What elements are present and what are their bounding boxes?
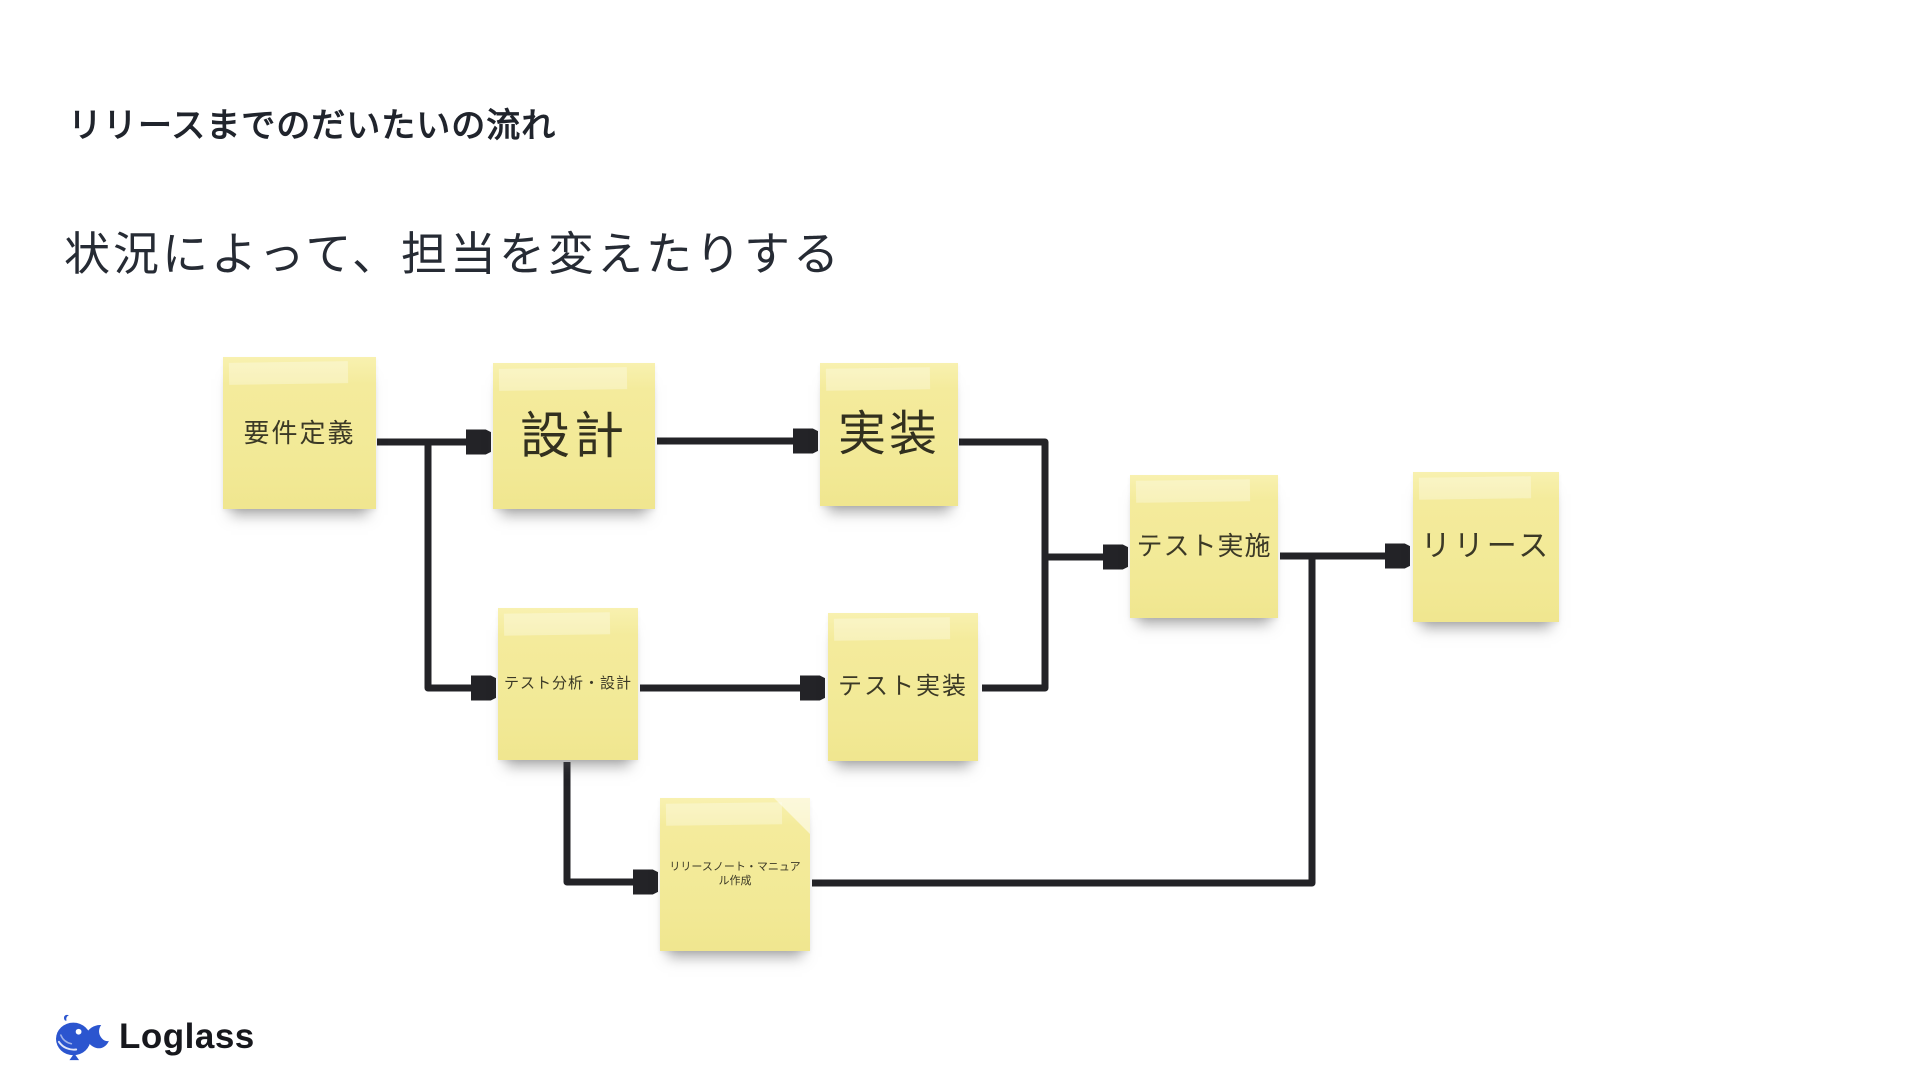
- arrow-requirements-to-test-analysis: [424, 442, 491, 688]
- note-label: テスト実施: [1136, 531, 1272, 562]
- note-label: 設計: [520, 407, 628, 464]
- sticky-note-requirements: 要件定義: [223, 357, 376, 509]
- loglass-logo: Loglass: [52, 1012, 255, 1062]
- connector-release-notes-to-release-path: [812, 556, 1316, 887]
- note-label: リリース: [1420, 530, 1552, 564]
- loglass-whale-icon: [56, 1014, 109, 1061]
- sticky-note-design: 設計: [493, 363, 655, 509]
- page-subtitle: 状況によって、担当を変えたりする: [64, 228, 843, 280]
- note-label: 実装: [837, 407, 940, 461]
- note-label: テスト実装: [838, 673, 968, 700]
- loglass-wordmark: Loglass: [119, 1017, 255, 1056]
- note-label: 要件定義: [243, 417, 356, 448]
- note-label: リリースノート・マニュアル作成: [669, 860, 801, 887]
- sticky-note-release-notes-manual: リリースノート・マニュアル作成: [660, 798, 810, 951]
- sticky-note-test-implementation: テスト実装: [828, 613, 978, 761]
- note-label: テスト分析・設計: [504, 674, 633, 692]
- connector-implementation-test-implementation: [959, 438, 1049, 692]
- arrow-test-analysis-to-release-notes: [563, 762, 653, 882]
- sticky-note-implementation: 実装: [820, 363, 958, 506]
- sticky-note-release: リリース: [1413, 472, 1559, 622]
- sticky-note-test-execution: テスト実施: [1130, 475, 1278, 618]
- page-title: リリースまでのだいたいの流れ: [68, 107, 557, 145]
- sticky-note-test-analysis-design: テスト分析・設計: [498, 608, 638, 760]
